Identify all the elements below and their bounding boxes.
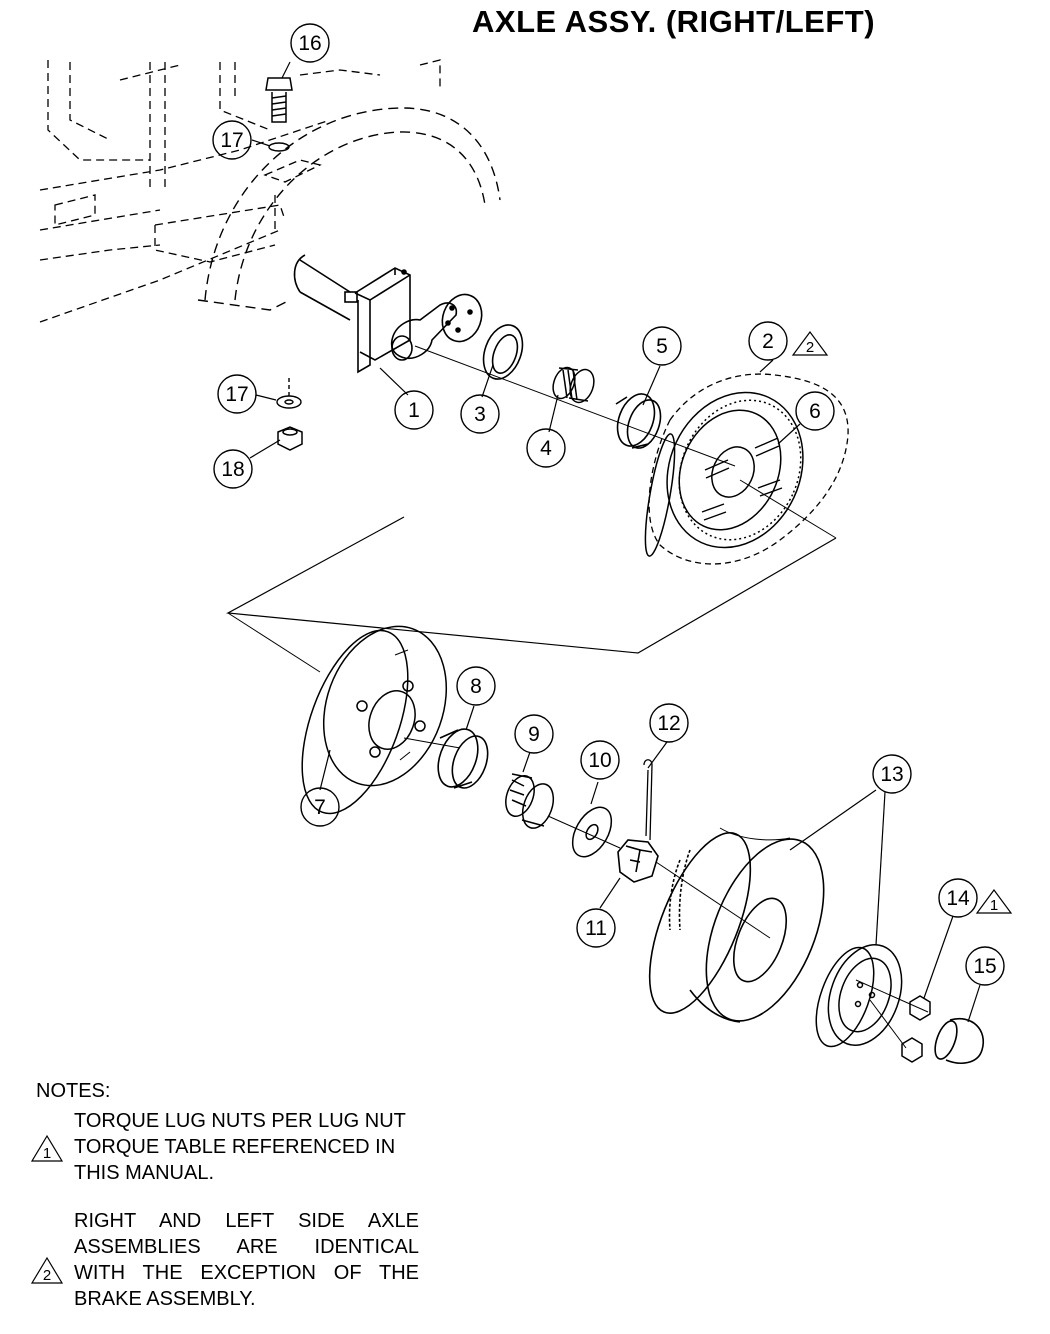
rim-13 — [815, 944, 903, 1048]
note-1-triangle-icon: 1 — [30, 1134, 64, 1162]
callout-17-top: 17 — [212, 120, 252, 160]
callout-10: 10 — [580, 740, 620, 780]
svg-text:2: 2 — [43, 1267, 51, 1284]
note-2-line-3: WITH THE EXCEPTION OF THE — [74, 1262, 419, 1284]
callout-17-bottom: 17 — [217, 374, 257, 414]
callout-12: 12 — [649, 703, 689, 743]
page-title: AXLE ASSY. (RIGHT/LEFT) — [472, 4, 876, 39]
seal-3 — [482, 324, 524, 380]
axle-bracket — [293, 254, 483, 374]
note-2-line-2: ASSEMBLIES ARE IDENTICAL — [74, 1236, 419, 1258]
svg-text:2: 2 — [806, 339, 814, 356]
brake-assembly-boundary — [648, 373, 849, 565]
svg-text:2: 2 — [762, 330, 774, 353]
svg-text:17: 17 — [225, 383, 248, 406]
note-flag-2-triangle-icon: 2 — [791, 330, 829, 356]
note-2: 2 RIGHT AND LEFT SIDE AXLE ASSEMBLIES AR… — [30, 1208, 476, 1312]
callout-2: 2 — [748, 321, 788, 361]
bearing-9 — [505, 773, 555, 829]
axis-projection-frame — [225, 516, 837, 654]
callout-5: 5 — [642, 326, 682, 366]
notes-heading: NOTES: — [36, 1080, 111, 1102]
svg-text:13: 13 — [880, 763, 903, 786]
svg-text:12: 12 — [657, 712, 680, 735]
svg-text:9: 9 — [528, 723, 540, 746]
bearing-4 — [552, 366, 595, 404]
fender-phantom — [197, 107, 501, 311]
svg-text:1: 1 — [990, 897, 998, 914]
tire-13 — [648, 827, 825, 1023]
svg-text:1: 1 — [408, 399, 420, 422]
callout-14: 14 — [938, 878, 978, 918]
svg-text:14: 14 — [946, 887, 970, 910]
washer-17-bottom — [276, 395, 302, 409]
note-flag-1-triangle-icon: 1 — [975, 888, 1013, 914]
notes-section: NOTES: 1 TORQUE LUG NUTS PER LUG NUT TOR… — [30, 1078, 476, 1334]
callout-8: 8 — [456, 666, 496, 706]
svg-text:16: 16 — [298, 32, 321, 55]
note-2-line-1: RIGHT AND LEFT SIDE AXLE — [74, 1210, 419, 1232]
cotter-pin-12 — [643, 759, 653, 841]
note-1-line-2: TORQUE TABLE REFERENCED IN — [74, 1136, 396, 1158]
svg-text:1: 1 — [43, 1145, 51, 1162]
svg-text:10: 10 — [588, 749, 611, 772]
svg-text:3: 3 — [474, 403, 486, 426]
svg-text:17: 17 — [220, 129, 243, 152]
callout-15: 15 — [965, 946, 1005, 986]
svg-text:8: 8 — [470, 675, 482, 698]
note-1: 1 TORQUE LUG NUTS PER LUG NUT TORQUE TAB… — [30, 1108, 476, 1186]
bolt-16 — [265, 77, 293, 123]
svg-text:11: 11 — [585, 917, 607, 940]
hub-7 — [301, 625, 448, 815]
callout-11: 11 — [576, 908, 616, 948]
svg-text:5: 5 — [656, 335, 668, 358]
vehicle-frame-phantom — [39, 59, 441, 323]
svg-text:7: 7 — [314, 796, 326, 819]
callout-6: 6 — [795, 391, 835, 431]
race-8 — [437, 728, 489, 789]
hub-cap-15 — [934, 1017, 985, 1064]
callout-3: 3 — [460, 394, 500, 434]
note-2-triangle-icon: 2 — [30, 1256, 64, 1284]
callout-16: 16 — [290, 23, 330, 63]
race-5 — [615, 393, 662, 449]
brake-drum-hub — [644, 391, 804, 557]
nut-18 — [277, 426, 303, 451]
callout-1: 1 — [394, 390, 434, 430]
wheel-studs-6 — [701, 437, 783, 521]
note-1-line-3: THIS MANUAL. — [74, 1162, 215, 1184]
callout-7: 7 — [300, 787, 340, 827]
svg-text:18: 18 — [221, 458, 244, 481]
callout-9: 9 — [514, 714, 554, 754]
washer-10 — [571, 806, 613, 858]
svg-text:4: 4 — [540, 437, 552, 460]
washer-17-top — [268, 142, 290, 152]
callout-18: 18 — [213, 449, 253, 489]
lug-nut-14 — [901, 995, 931, 1063]
castle-nut-11 — [617, 839, 659, 883]
callout-13: 13 — [872, 754, 912, 794]
leader-lines — [249, 61, 981, 1023]
callout-4: 4 — [526, 428, 566, 468]
svg-text:15: 15 — [973, 955, 996, 978]
note-2-line-4: BRAKE ASSEMBLY. — [74, 1288, 256, 1310]
note-1-line-1: TORQUE LUG NUTS PER LUG NUT — [74, 1110, 406, 1132]
svg-text:6: 6 — [809, 400, 821, 423]
